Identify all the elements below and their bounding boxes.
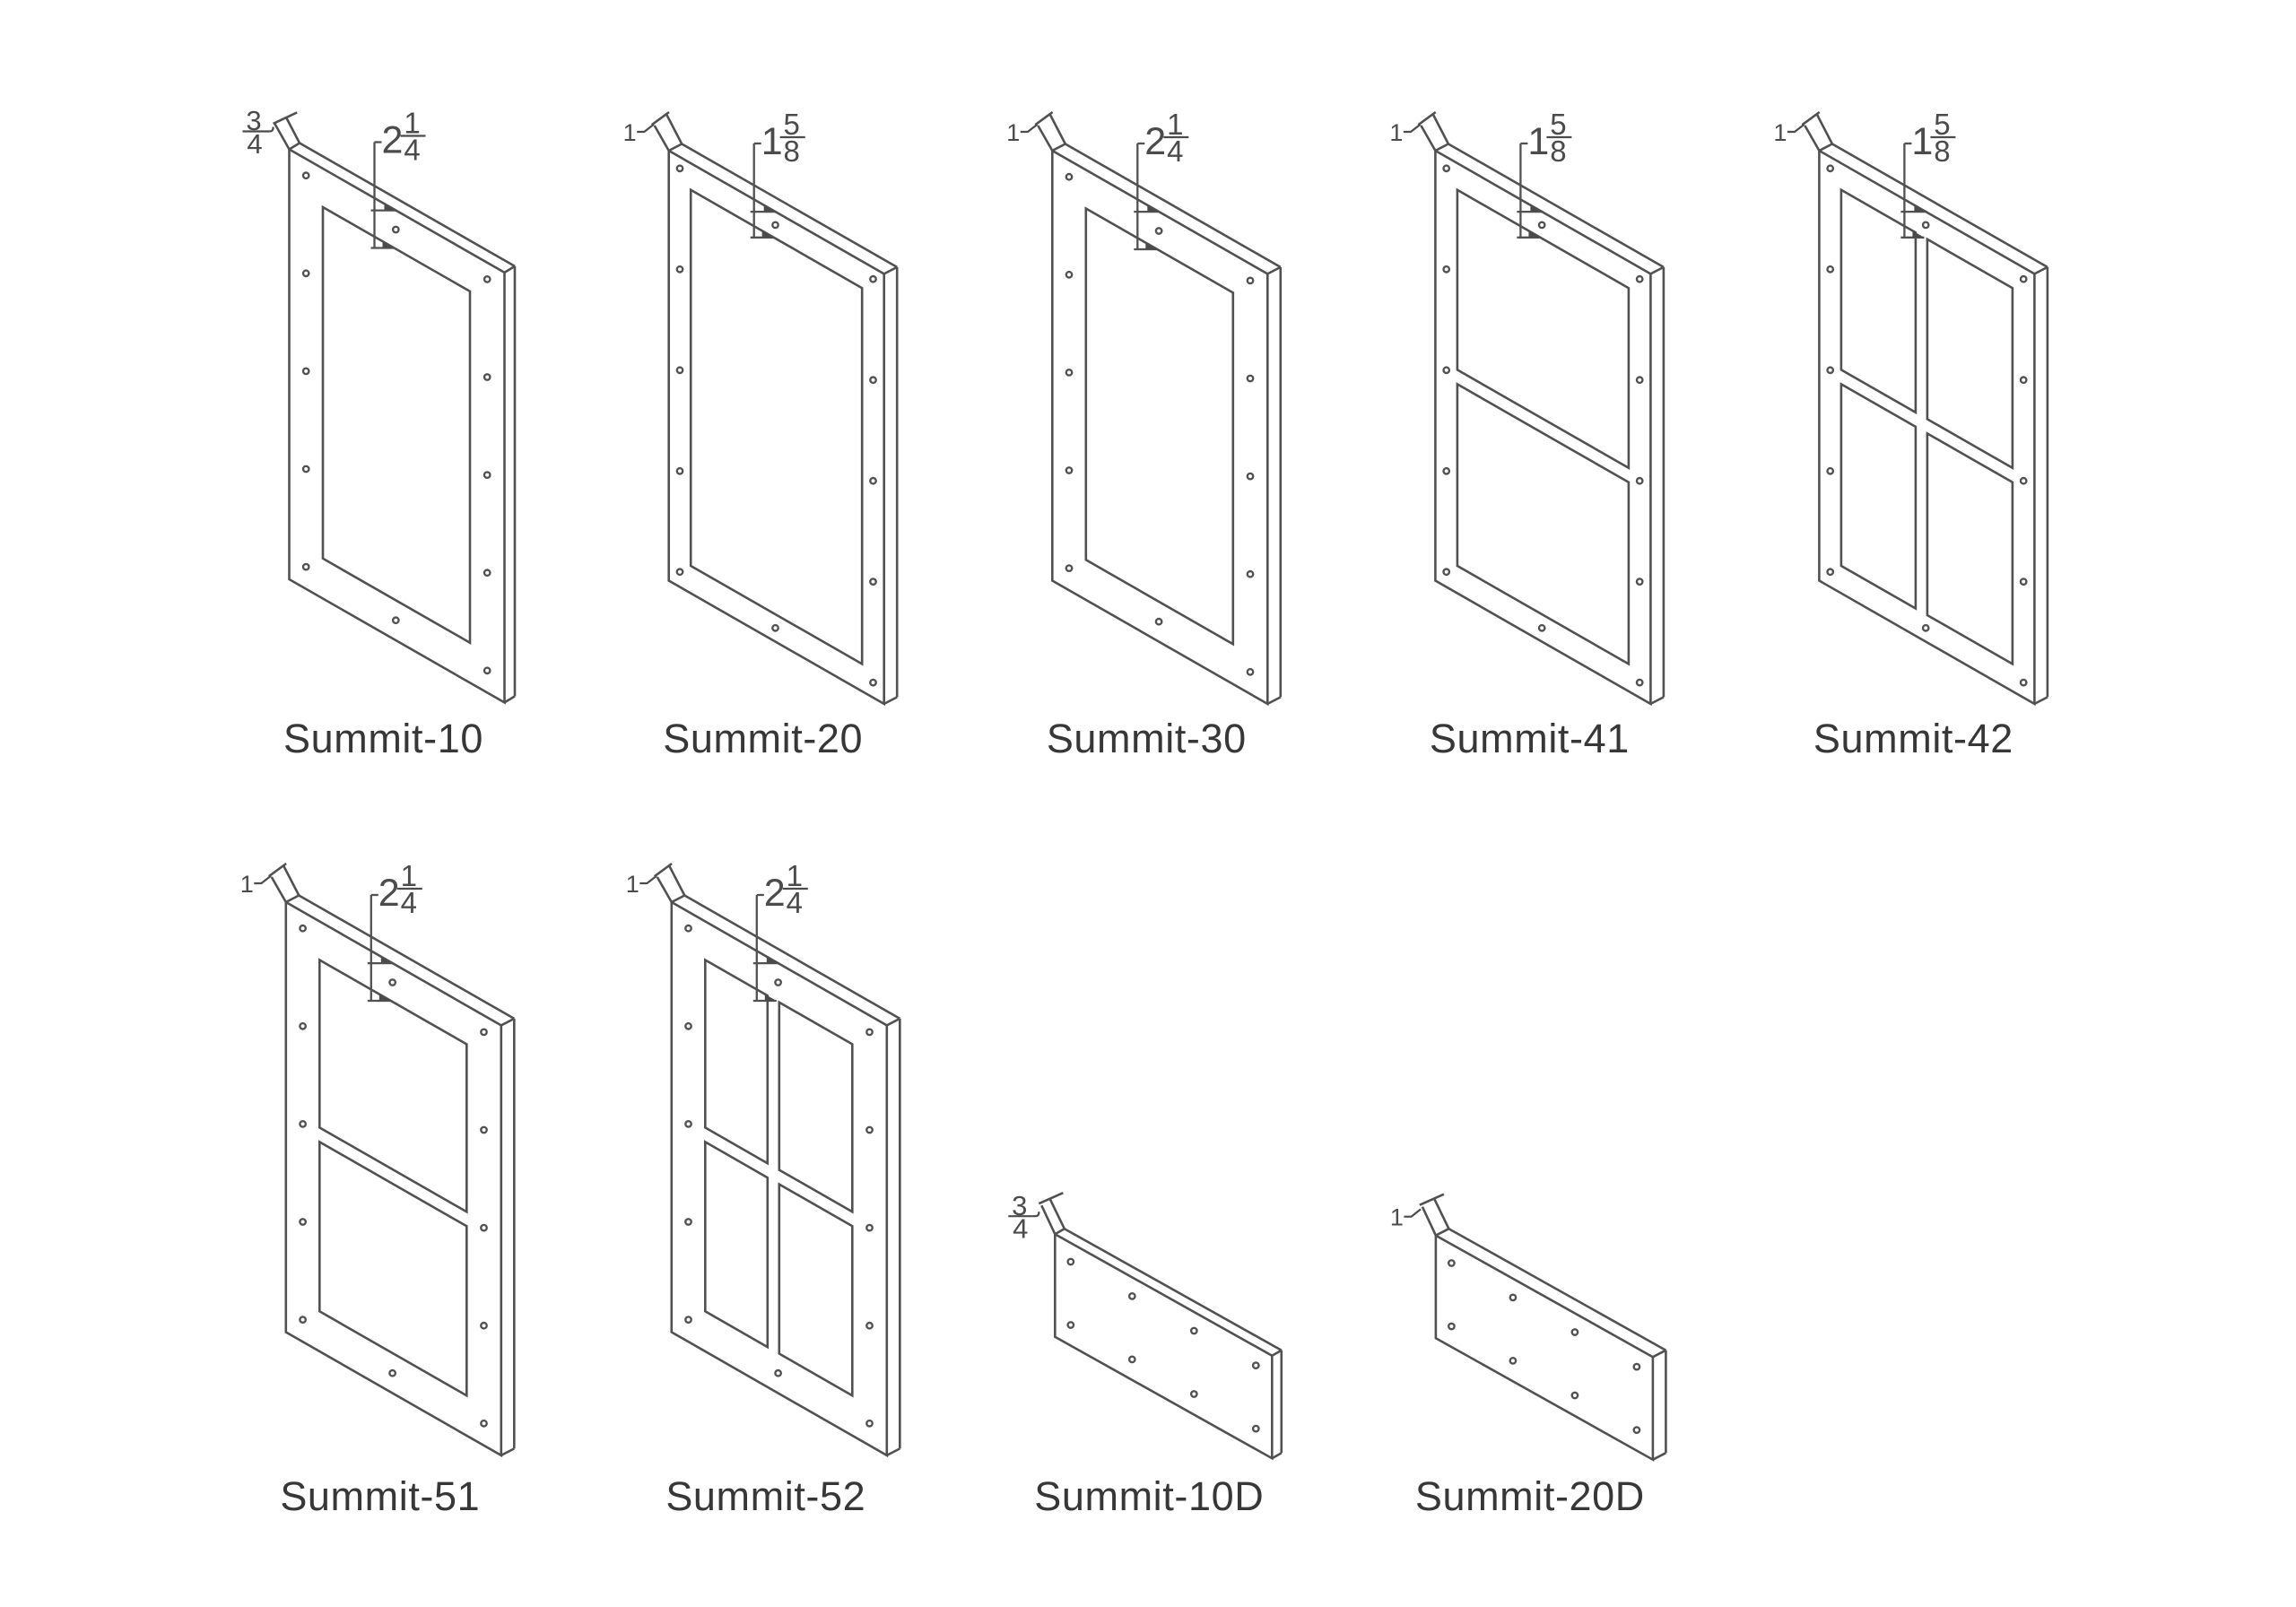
svg-text:1: 1	[1389, 119, 1403, 146]
svg-text:1: 1	[1911, 120, 1933, 163]
svg-text:2: 2	[382, 119, 404, 162]
svg-text:2: 2	[378, 872, 400, 915]
svg-text:4: 4	[787, 886, 803, 919]
svg-text:5: 5	[784, 108, 800, 141]
svg-text:Summit-30: Summit-30	[1047, 716, 1247, 761]
svg-text:1: 1	[1167, 108, 1183, 141]
svg-text:Summit-42: Summit-42	[1813, 716, 2013, 761]
svg-text:1: 1	[240, 871, 254, 898]
svg-text:1: 1	[787, 859, 803, 892]
svg-text:1: 1	[1773, 119, 1787, 146]
svg-text:8: 8	[1934, 135, 1950, 168]
svg-text:4: 4	[401, 886, 417, 919]
svg-text:4: 4	[247, 128, 262, 160]
svg-text:8: 8	[784, 135, 800, 168]
svg-text:3: 3	[246, 105, 261, 136]
svg-text:1: 1	[1527, 120, 1549, 163]
svg-text:Summit-52: Summit-52	[665, 1473, 865, 1519]
svg-text:2: 2	[1144, 120, 1166, 163]
svg-text:8: 8	[1550, 135, 1566, 168]
svg-text:5: 5	[1550, 108, 1566, 141]
svg-text:Summit-41: Summit-41	[1430, 716, 1630, 761]
svg-text:Summit-51: Summit-51	[280, 1473, 480, 1519]
svg-text:1: 1	[761, 120, 783, 163]
svg-text:1: 1	[623, 119, 637, 146]
svg-text:Summit-10: Summit-10	[283, 716, 483, 761]
svg-text:4: 4	[404, 134, 420, 167]
svg-text:1: 1	[1390, 1204, 1404, 1231]
svg-text:1: 1	[404, 107, 420, 140]
svg-text:1: 1	[626, 871, 639, 898]
svg-text:Summit-20D: Summit-20D	[1415, 1473, 1645, 1519]
svg-text:3: 3	[1012, 1190, 1027, 1221]
svg-text:Summit-20: Summit-20	[663, 716, 863, 761]
svg-text:5: 5	[1934, 108, 1950, 141]
svg-text:1: 1	[1006, 119, 1020, 146]
svg-text:2: 2	[764, 872, 786, 915]
svg-text:4: 4	[1167, 135, 1183, 168]
svg-text:4: 4	[1013, 1213, 1028, 1245]
svg-text:Summit-10D: Summit-10D	[1034, 1473, 1264, 1519]
svg-text:1: 1	[401, 859, 417, 892]
